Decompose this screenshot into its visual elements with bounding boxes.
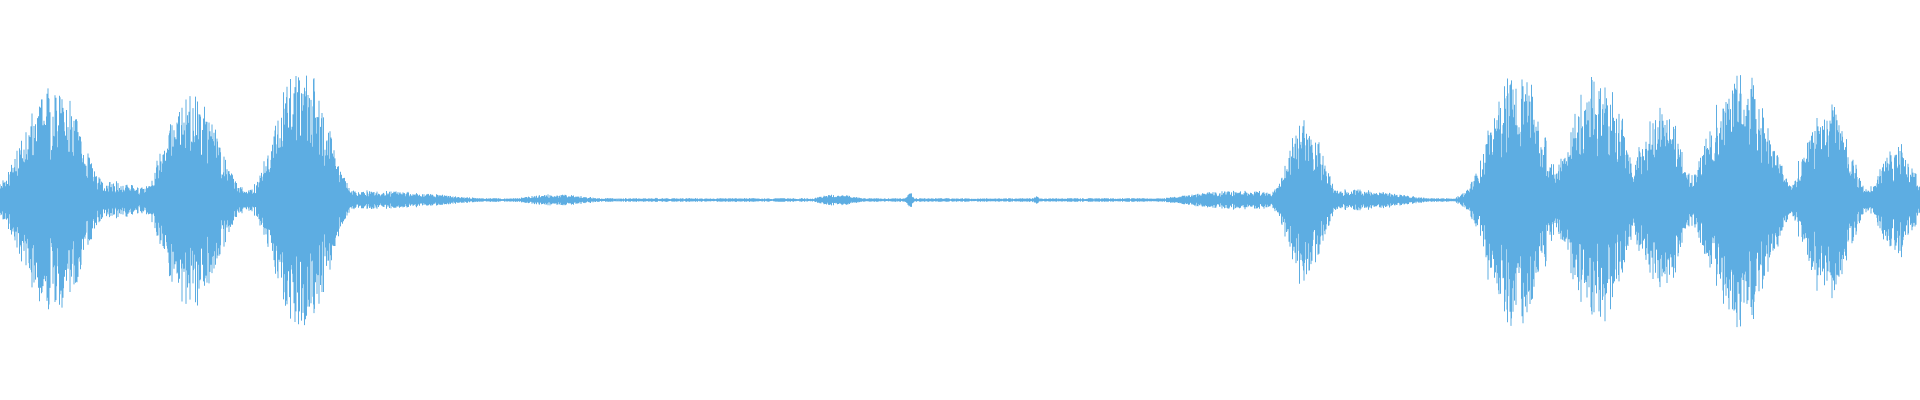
waveform-signal (0, 75, 1920, 328)
